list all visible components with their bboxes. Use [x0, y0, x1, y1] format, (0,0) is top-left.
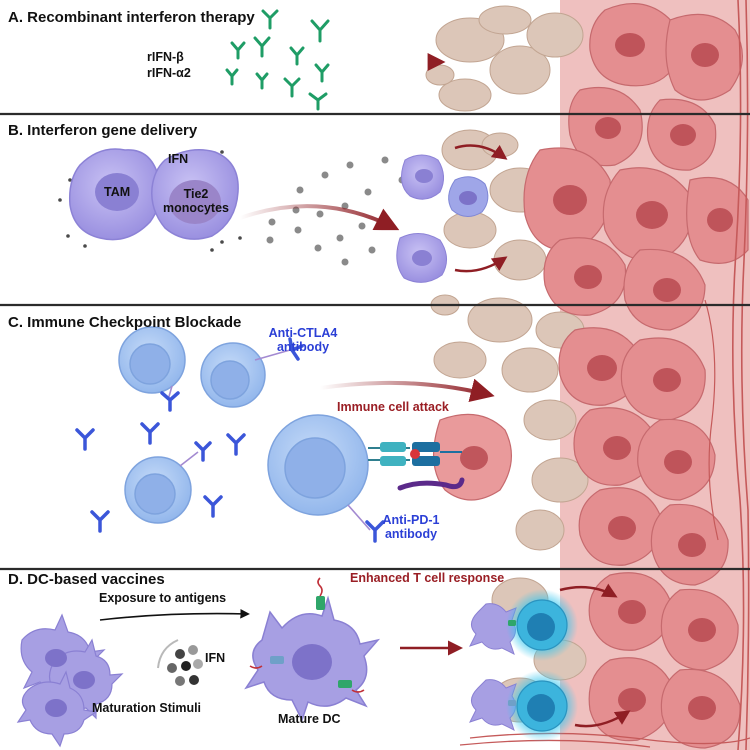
anti-pd1-line1: Anti-PD-1 [382, 513, 440, 527]
anti-ctla4-label: Anti-CTLA4 antibody [248, 326, 358, 354]
immune-cell-attack-label: Immune cell attack [337, 400, 449, 414]
panel-c-title: C. Immune Checkpoint Blockade [8, 314, 242, 331]
ifn-label-b: IFN [168, 152, 189, 166]
tie2-monocytes-label: Tie2 monocytes [153, 187, 239, 215]
ifn-label-d: IFN [205, 651, 226, 665]
tam-label: TAM [104, 185, 131, 199]
panel-c-antibodies [75, 337, 385, 543]
exposure-to-antigens-label: Exposure to antigens [99, 591, 227, 605]
blood-vessel [704, 0, 750, 750]
anti-ctla4-line1: Anti-CTLA4 [268, 326, 338, 340]
panel-d-upper-arrow [559, 583, 618, 598]
immature-dc-cluster [16, 613, 124, 748]
panel-d-stimuli-particles [157, 639, 203, 686]
panel-dividers [0, 112, 750, 571]
tumor-region [425, 0, 750, 750]
panel-d-exposure-arrow [99, 609, 250, 621]
checkpoint-synapse [368, 442, 465, 491]
tam-cell [68, 148, 162, 241]
dc-t-cell-synapses [469, 589, 578, 742]
panel-c-t-cells [118, 326, 369, 524]
panel-c-attack-arrow [319, 378, 495, 402]
tie2-monocyte-cell [151, 149, 239, 240]
anti-ctla4-line2: antibody [276, 340, 330, 354]
anti-pd1-line2: antibody [384, 527, 438, 541]
drug-rifn-beta: rIFN-β [147, 50, 184, 64]
maturation-stimuli-label: Maturation Stimuli [92, 701, 202, 715]
extracellular-matrix [459, 732, 750, 748]
mature-dc-label: Mature DC [278, 712, 341, 726]
panel-b-main-arrow [239, 204, 400, 231]
panel-b-upper-arrow [454, 144, 508, 160]
tie2-label-line1: Tie2 [183, 187, 209, 201]
panel-b-vector-particles [266, 156, 406, 266]
panel-b-title: B. Interferon gene delivery [8, 122, 198, 139]
panel-d-title: D. DC-based vaccines [8, 571, 165, 588]
tumor-nuclei [460, 33, 733, 720]
panel-b-recruited-cells [396, 154, 489, 283]
panel-b-lower-arrow [454, 256, 508, 273]
panel-d-lower-arrow [574, 710, 631, 728]
mature-dc-cell [244, 577, 381, 722]
enhanced-t-cell-response-label: Enhanced T cell response [350, 571, 505, 585]
tie2-label-line2: monocytes [163, 201, 229, 215]
drug-rifn-alpha2: rIFN-α2 [147, 66, 191, 80]
panel-a-antibodies [225, 9, 330, 111]
anti-pd1-label: Anti-PD-1 antibody [366, 513, 456, 541]
panel-a-title: A. Recombinant interferon therapy [8, 9, 255, 26]
